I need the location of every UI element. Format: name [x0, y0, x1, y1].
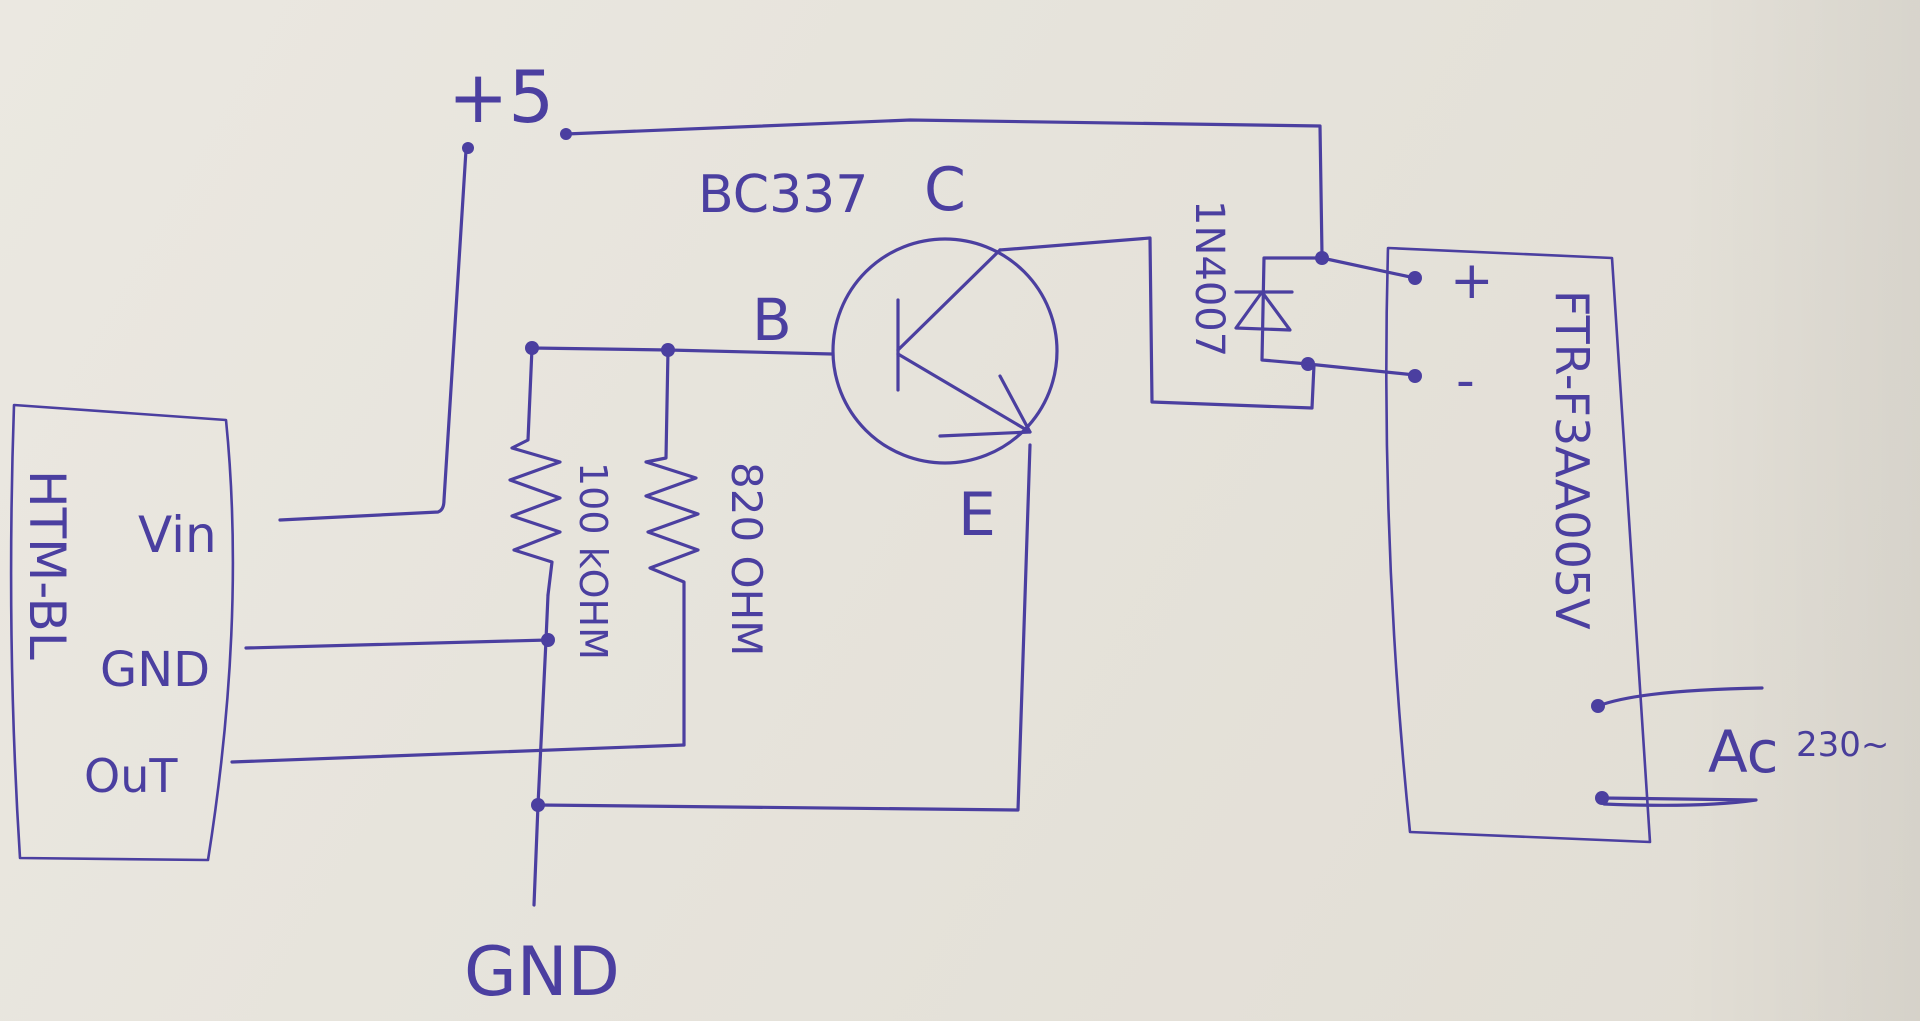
- ac-label-main: Ac: [1708, 718, 1779, 786]
- resistor-820: [644, 348, 700, 747]
- relay-coil-minus-node: [1408, 369, 1422, 383]
- transistor-model: BC337: [698, 165, 868, 225]
- ac-label-voltage: 230~: [1796, 725, 1889, 765]
- relay-coil-plus-node: [1408, 271, 1422, 285]
- relay-plus-label: +: [1450, 251, 1494, 311]
- wire-ac-1: [1596, 686, 1764, 708]
- wire-emitter-to-gnd: [536, 443, 1032, 812]
- wire-sensor-out: [230, 743, 686, 764]
- sensor-name: HTM-BL: [18, 470, 76, 660]
- wire-ac-2: [1600, 796, 1758, 807]
- transistor-emitter-arrow: [938, 374, 1032, 438]
- sensor-pin-out: OuT: [84, 749, 178, 803]
- resistor-820-label: 820 OHM: [722, 462, 771, 656]
- diode-label: 1N4007: [1186, 200, 1232, 357]
- wire-diode-to-relay-plus: [1320, 256, 1417, 280]
- transistor-body: [831, 237, 1059, 465]
- diode-body: [1234, 256, 1324, 366]
- transistor-collector-label: C: [924, 155, 966, 225]
- base-network: 100 kOHM 820 OHM: [508, 341, 834, 747]
- wire-vin-to-supply: [278, 148, 468, 522]
- ground-label: GND: [464, 933, 620, 1012]
- wire-supply-to-relay: [564, 118, 1324, 257]
- relay-module: + - FTR-F3AA005V: [1385, 246, 1652, 844]
- transistor-collector-lead: [896, 248, 1002, 352]
- wire-collector-to-relay: [998, 236, 1316, 410]
- sensor-pin-vin: Vin: [138, 506, 217, 564]
- wire-sensor-gnd: [244, 638, 550, 650]
- sensor-module: HTM-BL Vin GND OuT: [9, 403, 235, 862]
- relay-minus-label: -: [1456, 351, 1475, 411]
- resistor-100k-label: 100 kOHM: [571, 462, 615, 660]
- resistor-100k: [508, 346, 562, 597]
- supply-5v: +5: [278, 55, 1324, 522]
- transistor-emitter-label: E: [958, 480, 996, 550]
- transistor-base-label: B: [752, 286, 792, 354]
- flyback-diode: 1N4007: [1186, 200, 1417, 377]
- ground-rail: GND: [230, 443, 1032, 1012]
- supply-node-left: [462, 142, 474, 154]
- wire-diode-to-relay-minus: [1306, 362, 1417, 377]
- wire-gnd-vertical: [532, 593, 550, 907]
- transistor-bc337: BC337 C B E: [698, 155, 1316, 550]
- sensor-pin-gnd: GND: [100, 642, 210, 698]
- relay-body: [1385, 246, 1652, 844]
- relay-model: FTR-F3AA005V: [1545, 290, 1599, 630]
- supply-label: +5: [448, 55, 554, 139]
- transistor-emitter-lead: [896, 352, 1032, 434]
